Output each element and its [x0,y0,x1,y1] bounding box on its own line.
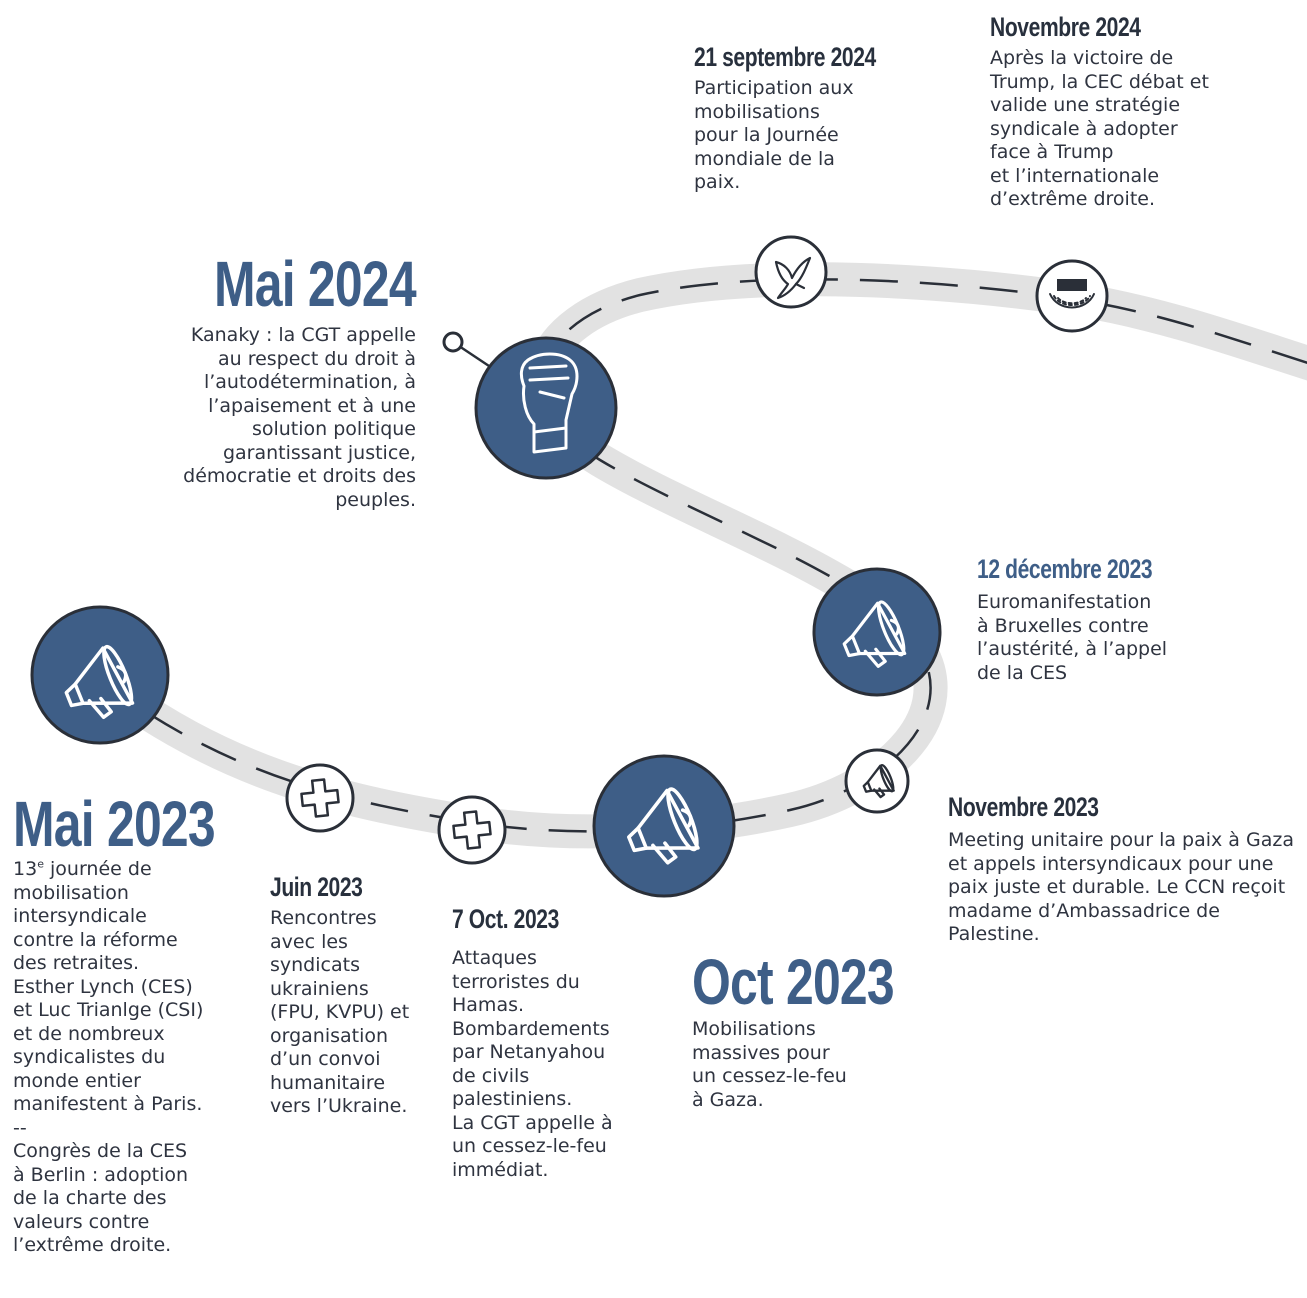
event-date: 12 décembre 2023 [977,554,1153,584]
event-novembre-2023: Novembre 2023 Meeting unitaire pour la p… [948,794,1294,947]
node-novembre-2024 [1035,259,1109,333]
ordinal-number: 13 [13,858,38,880]
connector-dot [442,331,464,353]
event-text: journée de mobilisation intersyndicale c… [13,858,204,1256]
event-mai-2024: Mai 2024 Kanaky : la CGT appelle au resp… [157,248,417,512]
event-date: Oct 2023 [692,946,895,1018]
node-juin-2023 [285,763,355,833]
event-date: Juin 2023 [270,872,363,902]
event-date: 21 septembre 2024 [694,42,876,72]
dove-icon [774,256,812,300]
node-mai-2023 [30,605,170,745]
event-description: Mobilisations massives pour un cessez-le… [692,1018,847,1111]
event-description: Participation aux mobilisations pour la … [694,77,854,193]
event-novembre-2024: Novembre 2024 Après la victoire de Trump… [990,14,1209,212]
megaphone-icon [862,763,895,799]
event-21-septembre-2024: 21 septembre 2024 Participation aux mobi… [694,44,927,195]
event-date: Novembre 2024 [990,12,1141,42]
event-date: Mai 2023 [13,788,216,860]
event-date: 7 Oct. 2023 [452,904,559,934]
node-12-decembre-2023 [812,567,942,697]
node-21-septembre-2024 [754,235,828,309]
ordinal-suffix: e [37,857,44,871]
raised-fist-icon [519,352,579,454]
event-date: Novembre 2023 [948,792,1099,822]
event-description: Rencontres avec les syndicats ukrainiens… [270,907,410,1117]
event-description: Attaques terroristes du Hamas. Bombardem… [452,947,613,1181]
node-novembre-2023 [844,748,910,814]
event-description: Après la victoire de Trump, la CEC débat… [990,47,1209,210]
event-oct-2023: Oct 2023 Mobilisations massives pour un … [692,950,951,1112]
event-description: Meeting unitaire pour la paix à Gaza et … [948,829,1294,945]
event-juin-2023: Juin 2023 Rencontres avec les syndicats … [270,874,409,1119]
event-7-oct-2023: 7 Oct. 2023 Attaques terroristes du Hama… [452,906,613,1182]
event-description: 13e journée de mobilisation intersyndica… [13,858,272,1258]
event-description: Euromanifestation à Bruxelles contre l’a… [977,591,1168,684]
parliament-icon [1049,279,1095,309]
event-mai-2023: Mai 2023 13e journée de mobilisation int… [13,792,272,1258]
event-description: Kanaky : la CGT appelle au respect du dr… [183,324,416,511]
node-7-oct-2023 [437,795,507,865]
node-oct-2023 [592,754,736,898]
node-mai-2024 [474,336,618,480]
event-date: Mai 2024 [214,248,417,320]
event-12-decembre-2023: 12 décembre 2023 Euromanifestation à Bru… [977,556,1202,685]
